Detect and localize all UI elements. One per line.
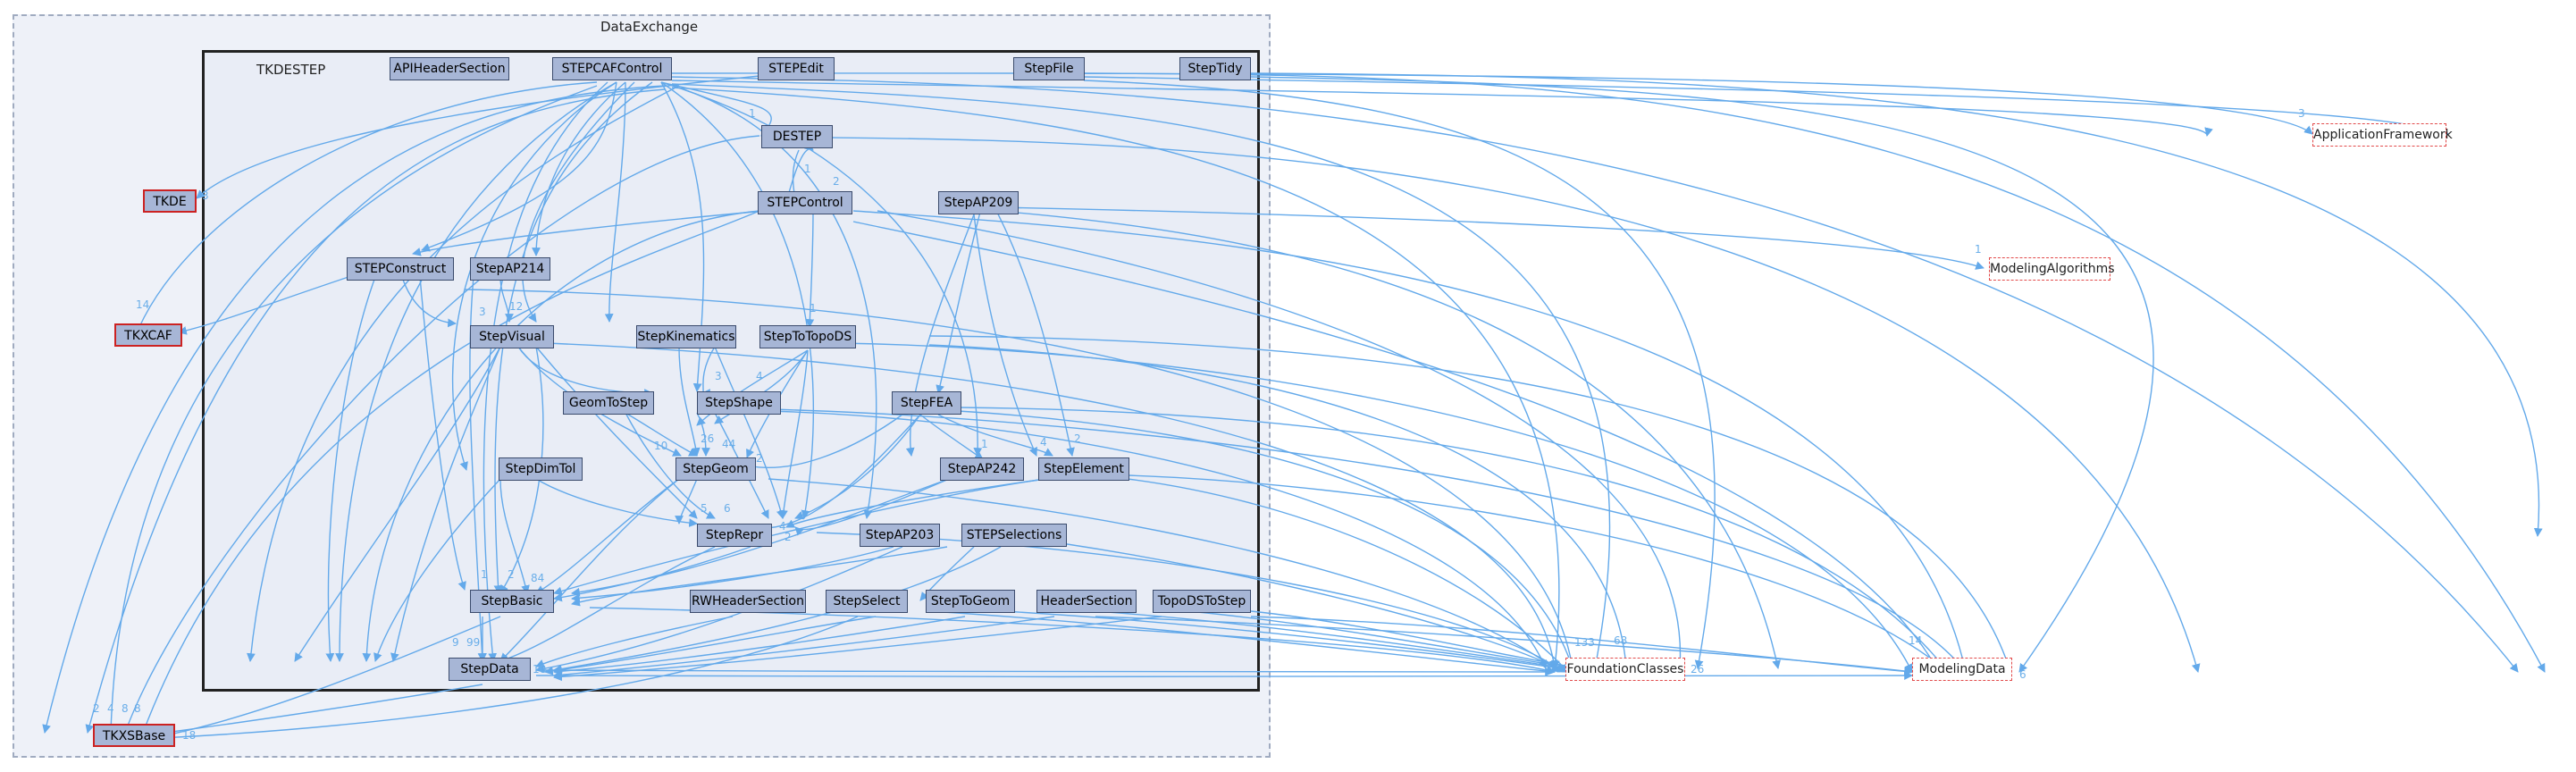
count-label: 2 [1074, 432, 1081, 445]
count-label: 6 [2019, 668, 2026, 681]
cluster-tkdestep-label: TKDESTEP [256, 62, 326, 78]
count-label: 26 [1691, 663, 1705, 676]
node-stepselections[interactable]: STEPSelections [961, 524, 1067, 547]
count-label: 5 [701, 502, 708, 515]
edge [1250, 610, 1609, 676]
count-label: 3 [479, 306, 486, 318]
count-label: 1 [981, 438, 988, 450]
count-label: 2 [756, 452, 763, 465]
count-label: 8 [122, 702, 129, 715]
node-stepconstruct[interactable]: STEPConstruct [347, 257, 454, 281]
node-stepap242[interactable]: StepAP242 [940, 457, 1024, 481]
node-foundationclasses[interactable]: FoundationClasses [1565, 658, 1685, 681]
node-steprepr[interactable]: StepRepr [697, 524, 772, 547]
edge [1083, 72, 2546, 673]
node-stepvisual[interactable]: StepVisual [470, 325, 554, 348]
node-applicationframework[interactable]: ApplicationFramework [2312, 123, 2453, 147]
node-stepdata[interactable]: StepData [449, 658, 531, 681]
count-label: 2 [508, 568, 515, 581]
node-headersection[interactable]: HeaderSection [1036, 590, 1137, 613]
count-label: 2 [93, 702, 100, 715]
count-label: 3 [202, 189, 209, 202]
cluster-dataexchange-label: DataExchange [600, 19, 699, 35]
node-destep[interactable]: DESTEP [761, 125, 833, 148]
count-label: 9 [452, 636, 459, 649]
node-stepap203[interactable]: StepAP203 [860, 524, 940, 547]
count-label: 44 [722, 438, 736, 450]
node-stepbasic[interactable]: StepBasic [470, 590, 554, 613]
count-label: 18 [182, 729, 197, 742]
count-label: 12 [509, 300, 524, 313]
count-label: 84 [531, 572, 545, 584]
count-label: 133 [1574, 636, 1595, 649]
node-modelingalgorithms[interactable]: ModelingAlgorithms [1989, 257, 2115, 281]
node-stepdimtol[interactable]: StepDimTol [499, 457, 583, 481]
count-label: 1 [1975, 243, 1982, 256]
count-label: 1 [810, 302, 817, 315]
count-label: 1 [481, 568, 488, 581]
edge [1083, 76, 2449, 135]
count-label: 4 [1040, 436, 1047, 449]
count-label: 4 [779, 520, 786, 533]
node-stepshape[interactable]: StepShape [697, 391, 781, 415]
count-label: 1 [804, 163, 811, 175]
count-label: 14 [1909, 634, 1923, 647]
node-stepfile[interactable]: StepFile [1013, 57, 1085, 80]
node-stepcafcontrol[interactable]: STEPCAFControl [552, 57, 672, 80]
node-tkxsbase[interactable]: TKXSBase [93, 724, 175, 747]
node-topodstostep[interactable]: TopoDSToStep [1153, 590, 1251, 613]
count-label: 1 [749, 107, 756, 120]
node-tkxcaf[interactable]: TKXCAF [114, 323, 182, 347]
node-apiheadersection[interactable]: APIHeaderSection [390, 57, 509, 80]
edge [1250, 76, 2154, 673]
count-label: 2 [833, 175, 840, 188]
count-label: 6 [724, 502, 731, 515]
node-modelingdata[interactable]: ModelingData [1912, 658, 2012, 681]
count-label: 10 [533, 663, 547, 676]
node-stepap214[interactable]: StepAP214 [470, 257, 550, 281]
count-label: 3 [715, 370, 722, 382]
count-label: 68 [1614, 634, 1628, 647]
count-label: 3 [2298, 107, 2305, 120]
node-stepcontrol[interactable]: STEPControl [758, 191, 852, 214]
count-label: 26 [701, 432, 715, 445]
node-stepedit[interactable]: STEPEdit [758, 57, 835, 80]
node-steptidy[interactable]: StepTidy [1179, 57, 1251, 80]
node-rwheadersection[interactable]: RWHeaderSection [690, 590, 806, 613]
count-label: 10 [654, 440, 668, 452]
count-label: 99 [466, 636, 481, 649]
node-geomtostep[interactable]: GeomToStep [563, 391, 654, 415]
node-stepelement[interactable]: StepElement [1038, 457, 1129, 481]
node-stepgeom[interactable]: StepGeom [675, 457, 756, 481]
count-label: 14 [136, 298, 150, 311]
count-label: 4 [756, 370, 763, 382]
node-tkde[interactable]: TKDE [143, 189, 197, 213]
count-label: 4 [107, 702, 114, 715]
node-stepkinematics[interactable]: StepKinematics [636, 325, 736, 348]
node-steptogeom[interactable]: StepToGeom [926, 590, 1015, 613]
node-stepselect[interactable]: StepSelect [826, 590, 908, 613]
count-label: 2 [785, 531, 792, 543]
node-steptotopods[interactable]: StepToTopoDS [759, 325, 856, 348]
node-stepfea[interactable]: StepFEA [892, 391, 961, 415]
node-stepap209[interactable]: StepAP209 [938, 191, 1019, 214]
count-label: 8 [134, 702, 141, 715]
